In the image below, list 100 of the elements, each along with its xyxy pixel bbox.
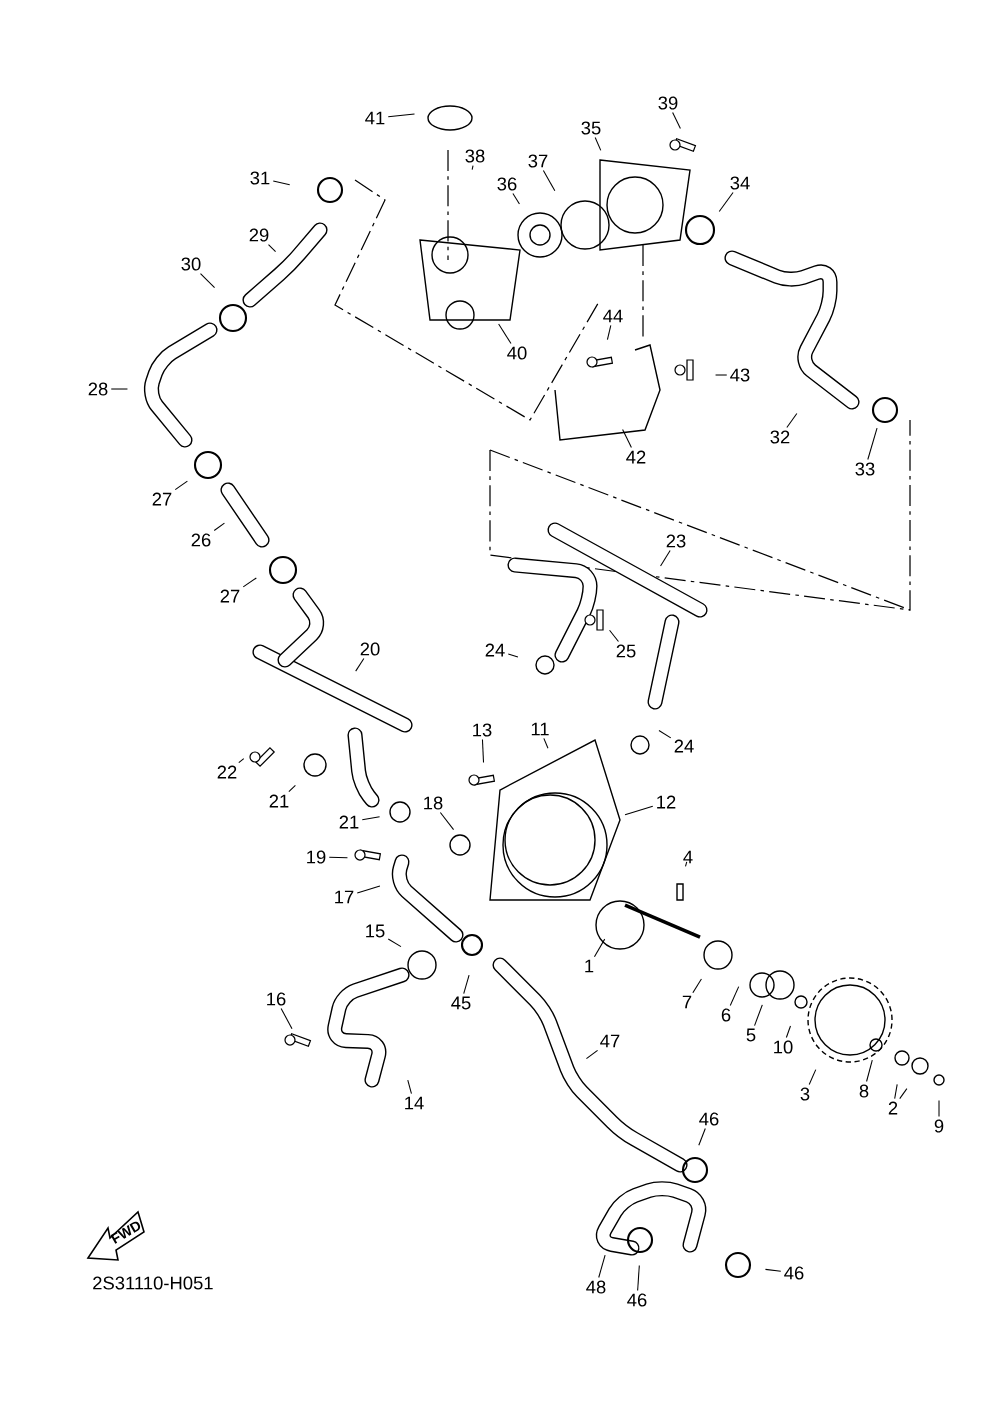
- callout-number: 17: [335, 890, 354, 904]
- callout-number: 2: [888, 1101, 898, 1115]
- callout-number: 6: [721, 1008, 731, 1022]
- leader-line: [543, 737, 549, 749]
- callout-number: 26: [191, 533, 211, 547]
- leader-line: [387, 113, 416, 118]
- leader-line: [328, 856, 348, 859]
- leader-line: [200, 273, 216, 289]
- leader-line: [268, 244, 277, 253]
- leader-line: [407, 1079, 412, 1095]
- callout-number: 38: [465, 149, 485, 163]
- leader-line: [867, 427, 878, 460]
- callout-number: 4: [683, 850, 693, 864]
- callout-number: 28: [88, 382, 108, 396]
- callout-number: 47: [600, 1034, 620, 1048]
- callout-number: 22: [217, 765, 237, 779]
- leader-line: [685, 861, 688, 867]
- leader-line: [624, 805, 654, 816]
- leader-line: [512, 193, 520, 205]
- callout-number: 32: [770, 430, 790, 444]
- leader-line: [786, 413, 798, 428]
- leader-line: [785, 1025, 791, 1038]
- leader-line: [213, 522, 225, 531]
- leader-line: [598, 1254, 606, 1279]
- leader-line: [754, 1004, 763, 1027]
- callout-number: 16: [267, 992, 286, 1006]
- leader-line: [507, 653, 519, 658]
- callout-number: 14: [405, 1096, 424, 1110]
- leader-line: [672, 112, 681, 130]
- leader-line: [606, 324, 612, 341]
- callout-number: 8: [859, 1084, 869, 1098]
- callout-number: 40: [507, 346, 527, 360]
- callout-number: 24: [485, 643, 505, 657]
- leader-line: [692, 978, 702, 994]
- leader-line: [542, 170, 556, 192]
- leader-line: [718, 192, 734, 212]
- callout-number: 3: [800, 1087, 810, 1101]
- diagram-code: 2S31110-H051: [93, 1276, 213, 1290]
- leader-line: [894, 1083, 898, 1100]
- leader-line: [355, 658, 365, 672]
- callout-number: 12: [657, 795, 676, 809]
- callout-number: 21: [339, 815, 359, 829]
- leader-line: [764, 1268, 782, 1272]
- callout-number: 44: [603, 309, 623, 323]
- leader-line: [471, 165, 474, 171]
- callout-number: 34: [730, 176, 750, 190]
- callout-number: 35: [581, 121, 601, 135]
- callout-number: 41: [365, 111, 385, 125]
- callout-number: 31: [250, 171, 270, 185]
- callout-number: 46: [699, 1112, 719, 1126]
- direction-label: FWD: [110, 1221, 141, 1244]
- leader-line: [481, 739, 485, 763]
- leader-line: [729, 986, 740, 1006]
- leader-line: [439, 812, 455, 831]
- leader-line: [899, 1088, 908, 1100]
- leader-line: [660, 550, 671, 567]
- leader-line: [238, 758, 245, 764]
- callout-number: 30: [181, 257, 201, 271]
- callout-number: 45: [451, 996, 471, 1010]
- leader-line: [356, 885, 381, 894]
- leader-line: [585, 1049, 599, 1060]
- callout-number: 25: [616, 644, 636, 658]
- callout-number: 27: [152, 492, 172, 506]
- callout-number: 46: [784, 1266, 804, 1280]
- leader-line: [387, 938, 402, 948]
- leader-line: [174, 480, 188, 491]
- callout-number: 33: [855, 462, 875, 476]
- callout-number: 29: [249, 228, 269, 242]
- callout-number: 43: [730, 368, 750, 382]
- leader-line: [288, 784, 296, 793]
- leader-line: [609, 629, 619, 642]
- leader-line: [463, 974, 470, 995]
- callout-number: 39: [658, 96, 678, 110]
- callout-number: 13: [473, 723, 492, 737]
- leader-line: [280, 1008, 293, 1030]
- callout-number: 27: [220, 589, 240, 603]
- leader-line: [498, 323, 512, 344]
- leader-line: [698, 1128, 706, 1146]
- callout-number: 20: [360, 642, 380, 656]
- leader-line: [938, 1100, 940, 1117]
- leader-line: [361, 816, 381, 821]
- callout-number: 15: [366, 924, 385, 938]
- callout-number: 11: [531, 722, 549, 736]
- callout-number: 7: [682, 995, 692, 1009]
- callout-number: 37: [528, 154, 548, 168]
- callout-number: 23: [666, 534, 686, 548]
- leader-line: [715, 374, 728, 376]
- leader-line: [808, 1069, 817, 1085]
- leader-line: [658, 730, 672, 739]
- callout-number: 21: [269, 794, 289, 808]
- callout-number: 10: [774, 1040, 793, 1054]
- callout-number: 42: [626, 450, 646, 464]
- callout-number: 24: [674, 739, 694, 753]
- callout-number: 48: [586, 1280, 606, 1294]
- callout-number: 9: [934, 1119, 944, 1133]
- callout-number: 36: [497, 177, 517, 191]
- leader-line: [594, 137, 602, 151]
- callout-number: 19: [307, 850, 326, 864]
- leader-line: [242, 577, 257, 588]
- leader-line: [622, 428, 632, 449]
